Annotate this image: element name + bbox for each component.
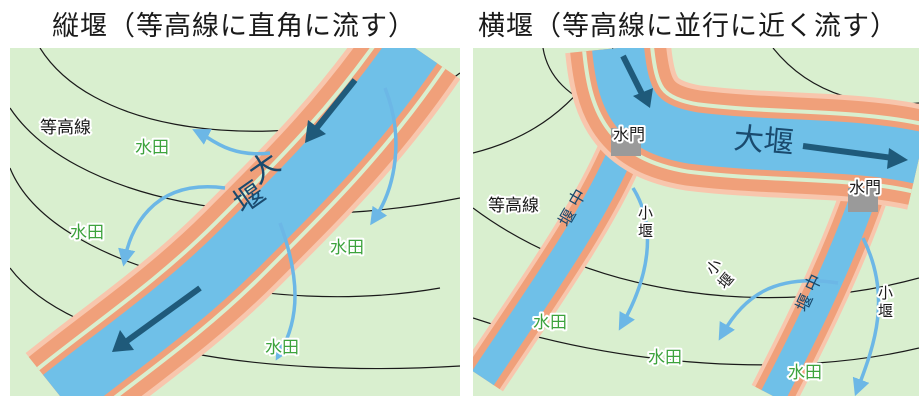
flow-arrows	[112, 78, 358, 352]
branch-arrows	[618, 187, 881, 397]
branch-arrow	[192, 129, 271, 156]
small-weir-label-2: 堰	[878, 302, 893, 320]
sluice-gate	[848, 188, 878, 212]
contour-line	[472, 207, 919, 299]
flow-arrow	[802, 143, 894, 161]
paddy-label: 水田	[135, 138, 169, 158]
vertical-weir-panel: 大 堰 等高線 水田 水田 水田 水田	[9, 16, 461, 400]
branch-arrow	[275, 222, 297, 361]
paddy-label: 水田	[648, 348, 682, 368]
contour-label: 等高線	[40, 118, 91, 138]
sluice-gate-label: 水門	[849, 178, 881, 197]
flow-arrow	[125, 285, 202, 344]
branch-arrow	[370, 87, 398, 226]
main-weir-label: 大堰	[732, 121, 795, 161]
paddy-label: 水田	[533, 313, 567, 333]
sluice-gate	[611, 128, 641, 156]
flow-arrow-head	[887, 148, 908, 169]
flow-arrow	[620, 54, 646, 98]
paddy-label: 水田	[788, 363, 822, 383]
paddy-label: 水田	[70, 223, 104, 243]
middle-weir-channels	[463, 138, 886, 400]
flow-arrows	[620, 54, 908, 169]
flow-arrow-head	[633, 88, 653, 108]
contour-label: 等高線	[488, 196, 539, 216]
flow-arrow-head	[112, 330, 134, 352]
middle-weir-label-1: 中	[801, 271, 826, 295]
water	[592, 45, 919, 184]
horizontal-weir-panel: 大堰 水門 水門 等高線 中 堰 中 堰 小 堰 小 堰 小 堰 水田 水田 水…	[463, 42, 919, 400]
paddy-label: 水田	[330, 238, 364, 258]
branch-arrow	[718, 279, 839, 341]
flow-arrow	[312, 78, 358, 132]
water	[472, 142, 635, 386]
middle-weir-label-2: 堰	[792, 291, 817, 315]
small-weir-label-1: 小	[878, 284, 893, 302]
small-weir-label-1: 小	[638, 204, 653, 222]
sluice-gate-label: 水門	[613, 125, 645, 144]
main-weir-channel	[565, 42, 919, 210]
branch-arrow	[618, 187, 650, 331]
branch-arrows	[118, 87, 398, 361]
right-title: 横堰（等高線に並行に近く流す）	[478, 11, 898, 42]
horizontal-weir-diagram: 大堰 水門 水門 等高線 中 堰 中 堰 小 堰 小 堰 小 堰 水田 水田 水…	[463, 42, 919, 400]
vertical-weir-diagram: 大 堰 等高線 水田 水田 水田 水田	[9, 16, 461, 400]
small-weir-label-2: 堰	[638, 222, 653, 240]
branch-arrow	[852, 237, 881, 397]
water	[761, 193, 876, 400]
paddy-label: 水田	[265, 338, 299, 358]
branch-arrow	[118, 185, 226, 267]
flow-arrow-head	[305, 120, 326, 143]
left-title: 縦堰（等高線に直角に流す）	[52, 11, 416, 42]
